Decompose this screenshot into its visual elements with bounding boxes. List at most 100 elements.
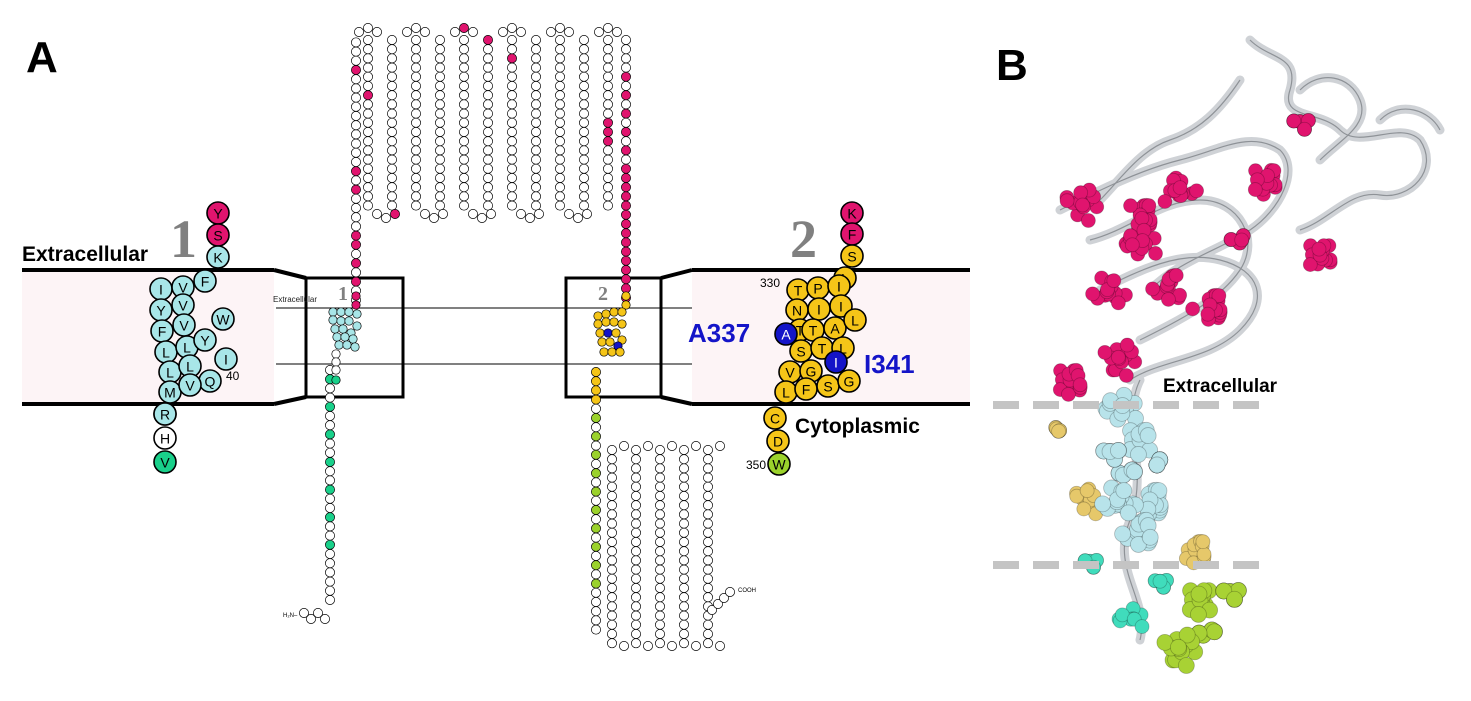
snake-tm1-lower [325,429,335,440]
snake-loop-circle [555,127,565,137]
snake-loop-top [603,23,613,33]
snake-loop-circle [363,154,373,165]
snake-cterm-circle [679,629,689,639]
sphere-teal [1134,619,1150,634]
snake-loop-circle [603,163,613,174]
sphere-teal [1152,573,1168,589]
snake-cterm-circle [631,518,641,529]
sphere-cyan [1115,482,1133,500]
snake-loop-circle [555,163,565,174]
snake-cterm [703,564,713,575]
mini2-residue [609,317,619,327]
snake-tm1-lower-circle [325,595,335,605]
sphere-cyan [1141,528,1159,546]
sphere-cyan [1119,504,1137,522]
snake-loop [507,173,517,183]
snake-tm1-upper-circle [351,83,361,94]
snake-cterm [703,445,713,455]
snake-loop-bottom [372,209,382,219]
mini2-residue-circle [611,328,621,338]
snake-loop [579,145,589,156]
connector-line-right-bottom [660,395,693,406]
snake-loop-circle [579,108,589,119]
mini2-residue-circle [609,317,619,327]
sphere-magenta [1124,237,1140,253]
snake-tm2-upper-circle [621,108,631,119]
mini2-residue [617,307,627,317]
sphere-gold [1076,501,1092,517]
snake-loop-circle [387,154,397,165]
tm1-residue-letter: Y [213,206,223,222]
snake-loop-circle [435,136,445,147]
protein-ribbon-structure [1055,35,1445,645]
snake-loop-circle [459,35,469,45]
snake-loop-circle [387,136,397,147]
snake-cterm-top-circle [643,441,653,451]
snake-loop [531,35,541,45]
snake-tm2-upper-circle [621,237,631,248]
snake-loop-circle [363,173,373,183]
snake-cterm-circle [679,518,689,529]
snake-loop-bottom-circle [372,209,382,219]
snake-loop [531,44,541,55]
snake-loop [579,99,589,110]
snake-tm1-lower [325,576,335,587]
snake-loop-circle [579,71,589,82]
snake-tm1-lower [325,420,335,431]
tm1-residue: Y [206,201,230,225]
ribbon-strand-edge [1099,79,1241,201]
snake-loop-circle [387,99,397,110]
snake-tm1-lower [325,512,335,523]
mini-helix-1 [328,291,362,385]
snake-tm2-lower-circle [591,486,601,497]
snake-cterm [631,445,641,455]
snake-loop [507,99,517,110]
snake-tm1-lower [325,438,335,449]
snake-loop-circle [387,200,397,211]
snake-loop-bottom [486,209,496,219]
snake-tm2-upper-circle [621,173,631,183]
tm2-helix: KFSLTPINIITATALSTLVGILFSGCDW [763,201,867,476]
mini1-tail [331,357,341,367]
snake-loop [507,44,517,55]
snake-loop-circle [363,145,373,156]
snake-loop-circle [387,191,397,202]
mini1-residue [338,324,348,334]
snake-cterm [607,445,617,455]
snake-loop-top [354,27,364,37]
tm1-residue-letter: V [178,280,188,296]
snake-loop-circle [459,53,469,64]
snake-loop-circle [459,71,469,82]
snake-loop [483,182,493,193]
snake-cterm-circle [655,601,665,612]
snake-loop [603,127,613,137]
snake-cterm [703,491,713,501]
snake-cterm-circle [703,472,713,483]
snake-tm1-upper-circle [351,221,361,232]
snake-loop [411,127,421,137]
snake-loop-circle [483,62,493,73]
sphere-magenta [1148,246,1163,261]
snake-loop-circle [435,81,445,91]
snake-cterm-circle [631,463,641,474]
snake-loop-circle [531,136,541,147]
sphere-cyan [1094,495,1111,513]
snake-cterm-circle [631,629,641,639]
snake-loop-circle [555,200,565,211]
snake-tm2-upper-circle [621,209,631,220]
snake-loop-bottom-circle [516,209,526,219]
snake-tm2-upper-circle [621,35,631,45]
tm1-residue: V [153,450,177,474]
snake-tm1-upper-circle [351,276,361,287]
snake-loop-top-circle [420,27,430,37]
snake-cterm-circle [631,527,641,538]
mini-helix-2 [593,291,631,357]
mini1-residue [352,321,362,331]
sphere-cyan [1125,463,1143,481]
mini2-residue-circle [597,337,607,347]
snake-loop-circle [579,145,589,156]
snake-tm1-lower-circle [325,521,335,532]
snake-loop-circle [507,163,517,174]
snake-tm2-upper [621,90,631,101]
